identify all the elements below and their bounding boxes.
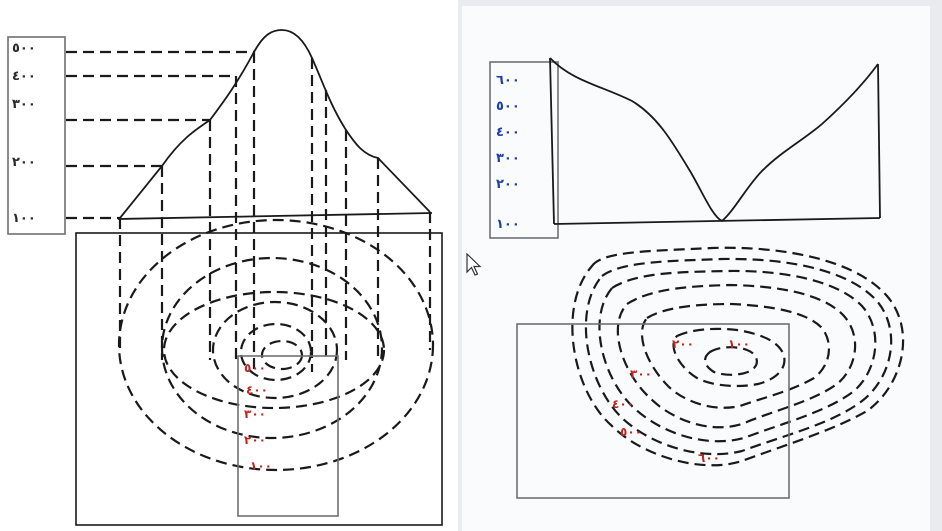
contour-label-500: ٥٠٠ [244, 361, 266, 375]
contour-label-r-300: ٣٠٠ [630, 367, 652, 381]
contour-label-200: ٢٠٠ [244, 433, 266, 447]
valley-contours [571, 246, 905, 467]
contour-label-r-500: ٥٠٠ [620, 425, 642, 439]
scale-label-500: ٥٠٠ [12, 41, 36, 56]
concentric-contours [117, 218, 435, 472]
hill-profile-curve [119, 29, 431, 219]
contour-label-r-400: ٤٠٠ [612, 397, 634, 411]
valley-profile [549, 57, 881, 225]
contour-label-r-200: ٢٠٠ [672, 337, 694, 351]
horizontal-projection-lines [66, 50, 254, 220]
contour-label-box [237, 355, 339, 517]
vertical-projection-lines [118, 52, 432, 372]
left-panel-hill: ٥٠٠ ٤٠٠ ٣٠٠ ٢٠٠ ١٠٠ [0, 0, 458, 531]
right-panel-valley: ٦٠٠ ٥٠٠ ٤٠٠ ٣٠٠ ٢٠٠ ١٠٠ ١٠٠ [462, 6, 930, 531]
scale-label-500: ٥٠٠ [496, 99, 520, 114]
scale-label-200: ٢٠٠ [496, 177, 520, 192]
contour-label-300: ٣٠٠ [244, 407, 266, 421]
valley-diagram: ٦٠٠ ٥٠٠ ٤٠٠ ٣٠٠ ٢٠٠ ١٠٠ ١٠٠ [489, 57, 905, 499]
contour-label-box-right [516, 323, 790, 499]
scale-label-400: ٤٠٠ [496, 125, 520, 140]
scale-label-400: ٤٠٠ [12, 69, 36, 84]
scale-label-300: ٣٠٠ [496, 151, 520, 166]
mouse-pointer-icon [466, 253, 482, 276]
profile-baseline [117, 212, 433, 220]
hill-diagram: ٥٠٠ ٤٠٠ ٣٠٠ ٢٠٠ ١٠٠ [7, 29, 443, 526]
map-frame [75, 232, 443, 526]
contour-label-100: ١٠٠ [250, 459, 272, 473]
scale-label-100: ١٠٠ [496, 217, 520, 232]
scale-label-100: ١٠٠ [12, 211, 36, 226]
scale-label-300: ٣٠٠ [12, 97, 36, 112]
contour-label-r-100: ١٠٠ [728, 337, 750, 351]
contour-label-400: ٤٠٠ [246, 383, 268, 397]
contour-label-r-600: ٦٠٠ [698, 451, 720, 465]
scale-label-200: ٢٠٠ [12, 155, 36, 170]
elevation-scale-box [7, 36, 66, 235]
scale-label-600: ٦٠٠ [496, 73, 520, 88]
elevation-scale-box-right [489, 61, 559, 239]
